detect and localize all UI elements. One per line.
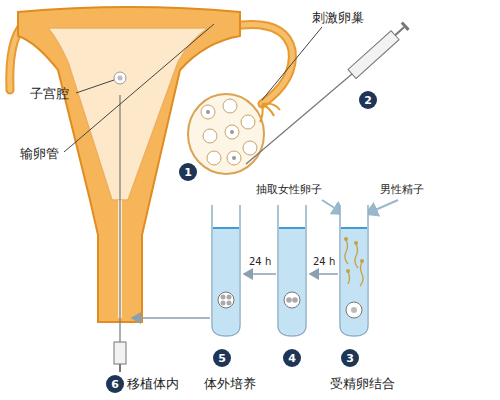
callout-text: 6 <box>111 379 119 390</box>
callout-text: 4 <box>288 353 296 364</box>
callout-number: 1 <box>179 163 197 181</box>
time-label: 24 h <box>248 256 272 268</box>
step-label: 男性精子 <box>380 183 424 196</box>
callout-text: 3 <box>346 353 354 364</box>
callout-text: 2 <box>364 95 372 106</box>
step-label: 刺激卵巢 <box>312 10 364 26</box>
callout-number: 5 <box>213 349 231 367</box>
step-label: 体外培养 <box>204 376 256 392</box>
callout-number: 2 <box>359 91 377 109</box>
part-label: 子宫腔 <box>30 86 69 102</box>
step-label: 受精卵结合 <box>330 376 395 392</box>
callout-text: 5 <box>218 353 226 364</box>
callout-number: 3 <box>341 349 359 367</box>
callout-number: 4 <box>283 349 301 367</box>
time-label: 24 h <box>312 256 336 268</box>
callout-text: 1 <box>184 167 192 178</box>
callout-number: 6 <box>106 375 124 393</box>
part-label: 输卵管 <box>20 146 59 162</box>
step-label: 移植体内 <box>127 376 179 392</box>
step-label: 抽取女性卵子 <box>256 183 322 196</box>
